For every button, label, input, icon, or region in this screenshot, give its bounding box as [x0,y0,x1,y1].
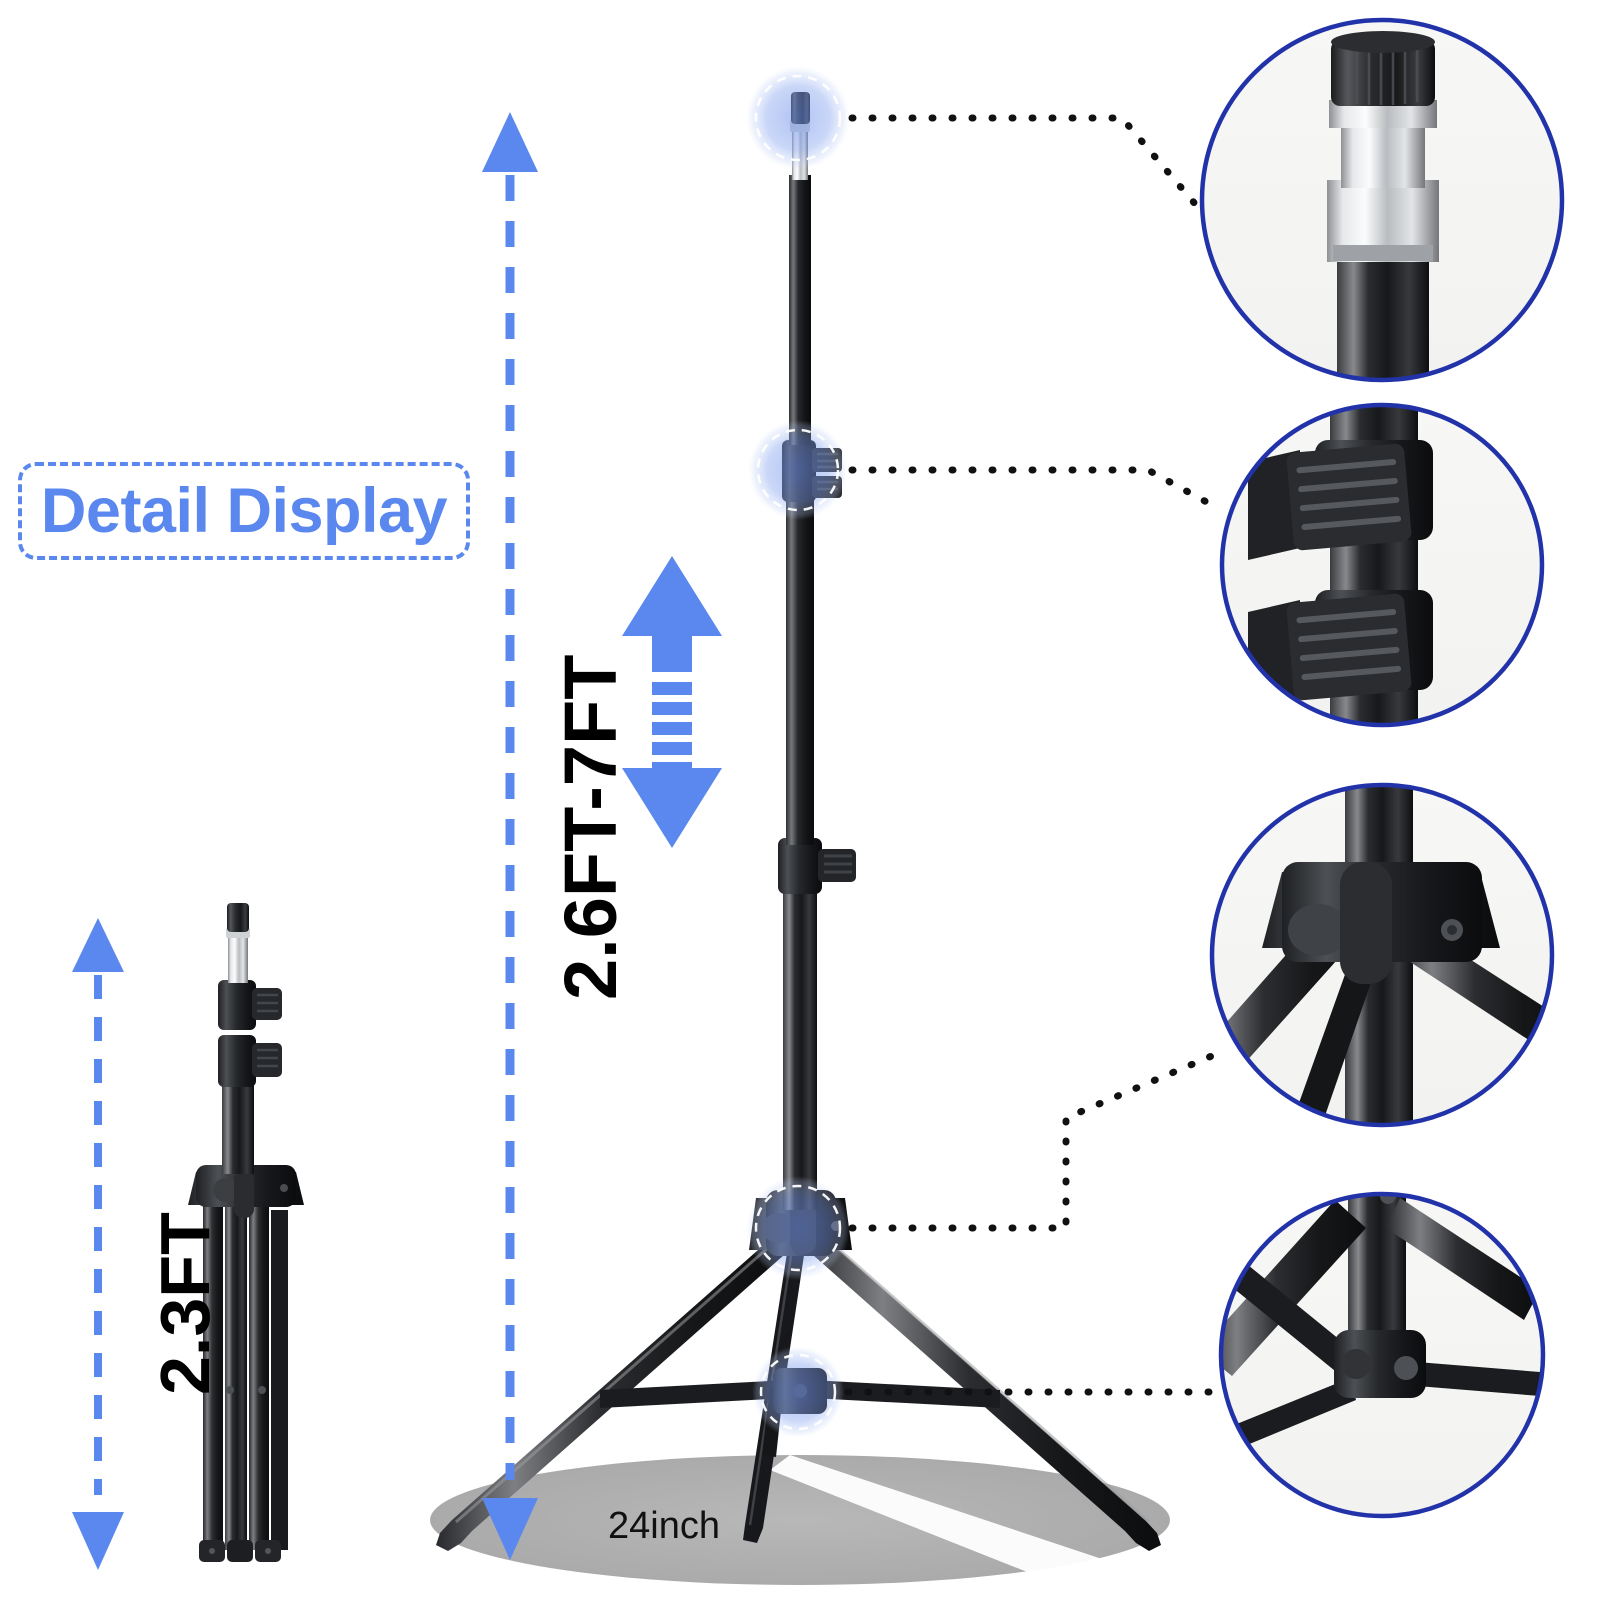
folded-hub [188,1165,304,1218]
detail-circle-top-knob [1199,17,1565,383]
dimension-line-extended [482,112,538,1560]
highlight-top-knob [746,66,850,170]
folded-clamps [218,980,282,1087]
highlight-brace [752,1346,844,1438]
connector-clamps [848,466,1216,509]
dimension-line-folded [72,918,124,1570]
dimension-label-base-spread: 24inch [608,1505,720,1547]
highlight-markers [746,66,850,1438]
dimension-label-folded: 2.3FT [146,1212,224,1395]
dimension-label-extended: 2.6FT-7FT [549,654,632,1000]
callout-connectors [844,114,1220,1396]
detail-circle-leg-hub [1209,782,1555,1128]
detail-display-label: Detail Display [40,475,448,546]
highlight-leg-hub [746,1176,850,1280]
height-adjust-double-arrow [622,556,722,848]
lower-clamp-lever [778,838,856,894]
folded-tripod [188,903,304,1562]
connector-top-knob [848,114,1200,209]
ground-shadow [430,1455,1170,1585]
main-tripod [436,92,1161,1551]
detail-display-badge: Detail Display [18,462,470,560]
detail-circle-brace-collar [1218,1191,1546,1519]
detail-circle-clamp-levers [1219,402,1545,728]
highlight-clamps [748,420,848,520]
folded-legs [199,1190,288,1562]
connector-leg-hub [848,1051,1218,1232]
